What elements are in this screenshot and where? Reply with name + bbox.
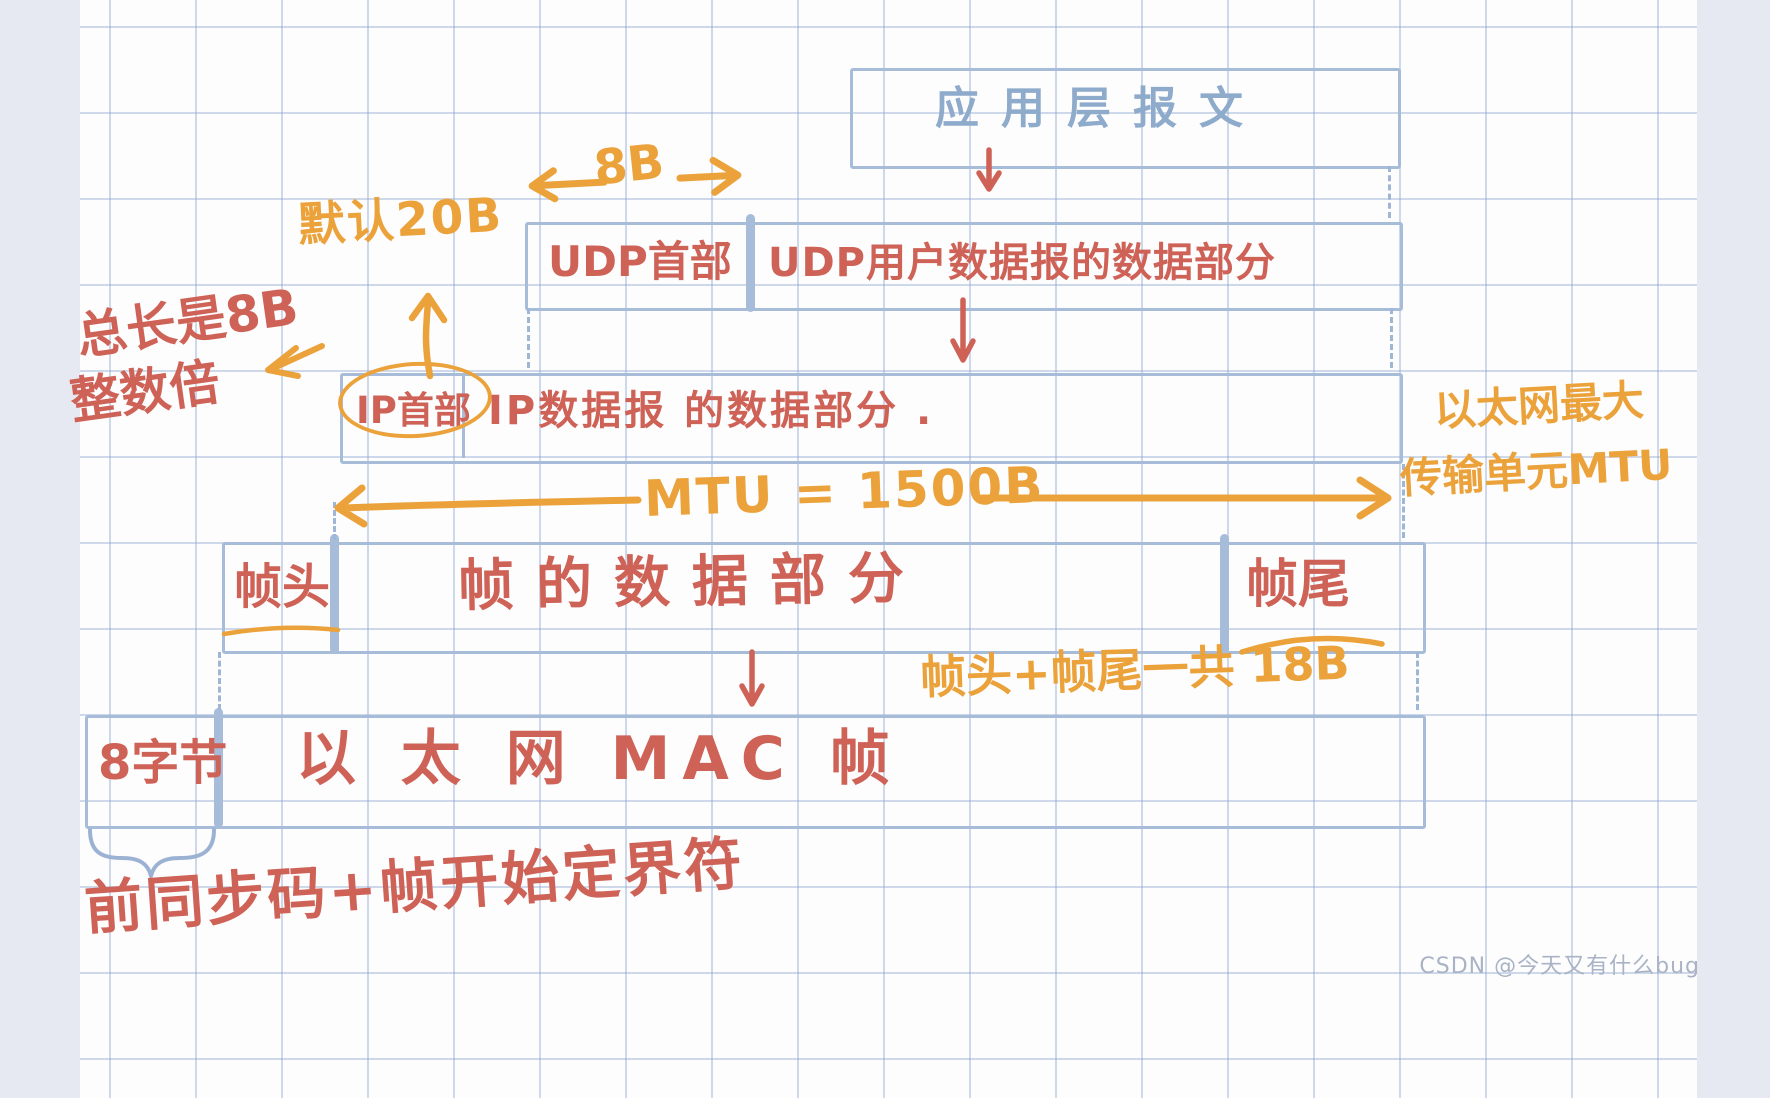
dashed-connector-icon <box>1416 652 1419 710</box>
ip-header-divider <box>462 373 465 458</box>
udp-header-divider <box>746 214 755 312</box>
ip-header-default-label: 默认20B <box>296 187 505 254</box>
udp-header-size-arrow-icon <box>528 156 742 203</box>
underline-icon <box>1239 635 1385 655</box>
ip-header-label: IP首部 <box>356 389 471 432</box>
dashed-connector-icon <box>1388 166 1391 218</box>
left-arrow-icon <box>265 343 325 379</box>
mtu-span-arrow-icon <box>334 476 1392 528</box>
mac-preamble-label: 8字节 <box>98 735 228 791</box>
udp-header-label: UDP首部 <box>548 237 732 286</box>
udp-header-size-label: 8B <box>591 133 667 197</box>
brace-icon <box>88 828 216 878</box>
mac-frame-box <box>85 715 1426 829</box>
csdn-watermark: CSDN @今天又有什么bug <box>1419 954 1700 979</box>
application-layer-box <box>850 68 1401 169</box>
frame-tail-divider <box>1220 534 1229 654</box>
frame-head-divider <box>330 534 339 654</box>
down-arrow-icon <box>950 297 976 363</box>
dashed-connector-icon <box>1390 308 1393 368</box>
down-arrow-icon <box>739 649 765 707</box>
ethernet-mtu-note-line1: 以太网最大 <box>1432 375 1646 436</box>
ip-datagram-box <box>340 373 1403 464</box>
frame-data-label: 帧的数据部分 <box>457 545 927 620</box>
mac-preamble-divider <box>214 708 223 828</box>
grid-paper <box>80 0 1697 1098</box>
frame-box <box>222 542 1426 654</box>
dashed-connector-icon <box>333 502 336 540</box>
udp-data-label: UDP用户数据报的数据部分 <box>768 240 1276 286</box>
application-layer-label: 应用层报文 <box>935 83 1265 134</box>
mtu-label: MTU = 1500B <box>643 456 1046 528</box>
dashed-connector-icon <box>1402 464 1405 538</box>
dashed-connector-icon <box>218 652 221 710</box>
mac-frame-label: 以 太 网 MAC 帧 <box>296 724 902 794</box>
frame-head-label: 帧头 <box>234 559 331 615</box>
up-arrow-icon <box>408 292 448 380</box>
down-arrow-icon <box>976 147 1002 192</box>
ip-data-label: IP数据报 的数据部分 . <box>488 388 935 434</box>
underline-icon <box>221 625 341 637</box>
frame-tail-label: 帧尾 <box>1246 555 1351 615</box>
dashed-connector-icon <box>527 308 530 368</box>
